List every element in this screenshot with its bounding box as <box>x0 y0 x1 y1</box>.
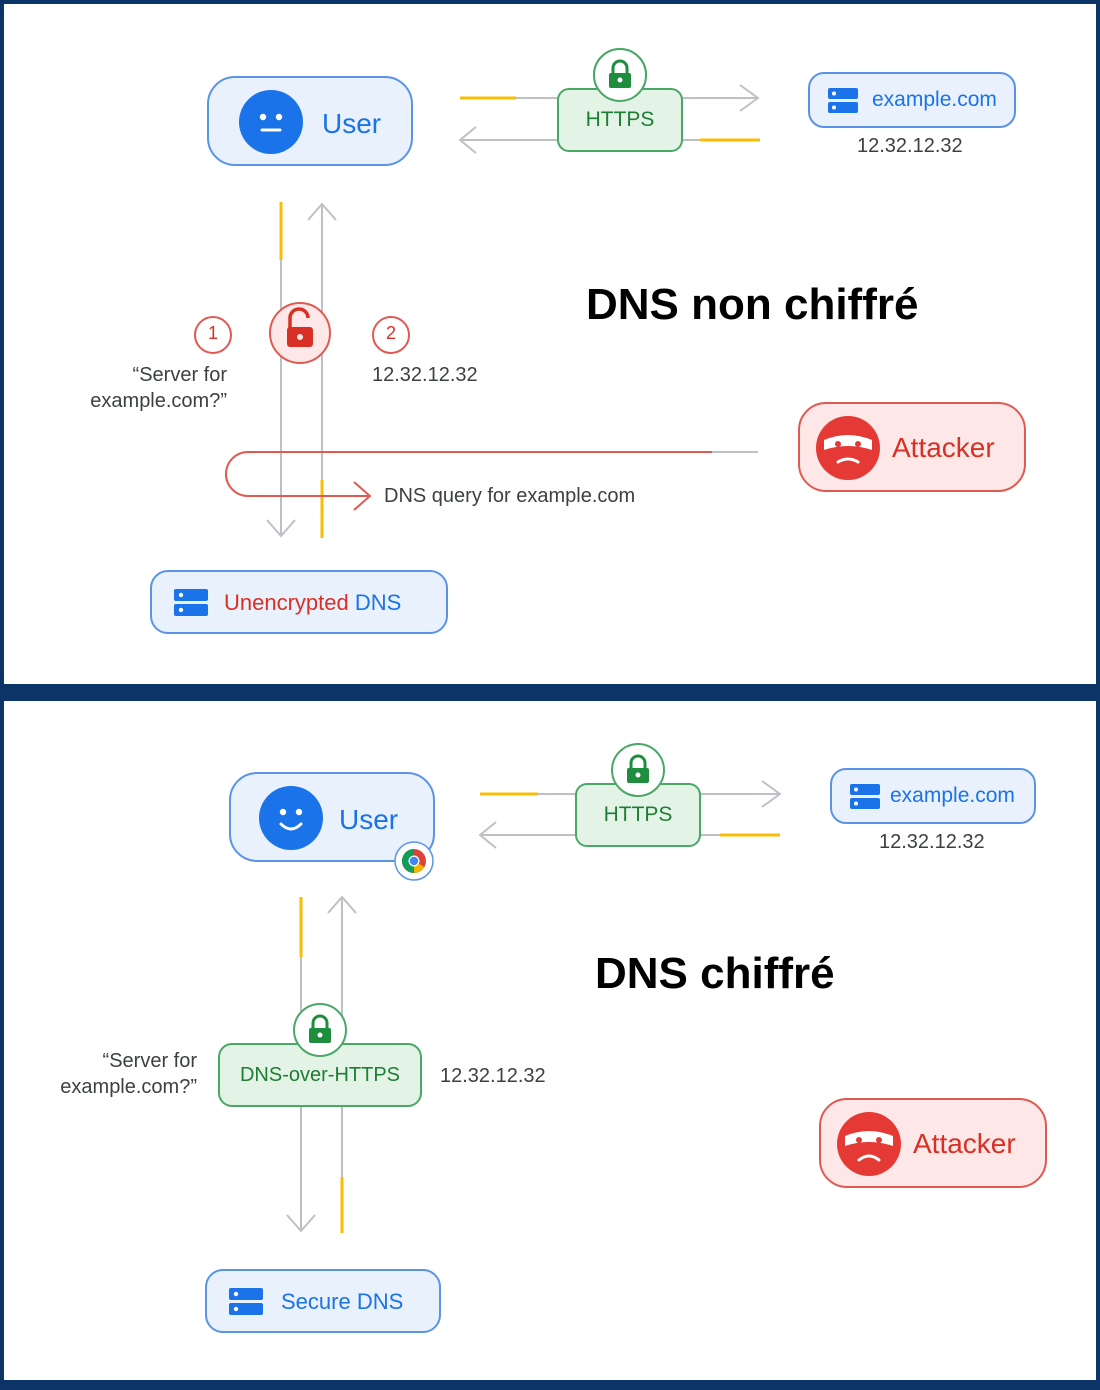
server-ip: 12.32.12.32 <box>879 831 985 853</box>
step-1-badge <box>194 316 232 354</box>
secure-dns-server-box: Secure DNS <box>205 1269 441 1333</box>
dns-server-label: Unencrypted DNS <box>224 590 401 616</box>
attacker-masked-face-icon <box>837 1112 901 1176</box>
intercept-label: DNS query for example.com <box>384 485 636 507</box>
dns-response-ip: 12.32.12.32 <box>372 364 478 386</box>
dns-query-text: “Server for example.com?” <box>44 362 227 414</box>
dns-query-arrowhead <box>286 1214 316 1233</box>
https-lock-icon <box>611 743 665 797</box>
unencrypted-dns-panel: HTTPS User example.com 12.32.12.32 DNS n… <box>4 4 1096 684</box>
interception-path <box>225 451 758 497</box>
step-2-badge <box>372 316 410 354</box>
attacker-label: Attacker <box>913 1128 1016 1159</box>
server-icon <box>850 784 880 809</box>
attacker-box: Attacker <box>819 1098 1047 1188</box>
user-label: User <box>339 804 399 835</box>
dns-response-ip: 12.32.12.32 <box>440 1065 546 1087</box>
attacker-masked-face-icon <box>816 416 880 480</box>
https-response-arrowhead <box>458 126 477 154</box>
chrome-browser-icon <box>394 841 434 881</box>
dns-server-label-dns: DNS <box>354 590 402 615</box>
step-1-number: 1 <box>207 323 218 343</box>
unlocked-padlock-icon <box>269 302 331 364</box>
server-ip: 12.32.12.32 <box>857 135 963 157</box>
attacker-box: Attacker <box>798 402 1026 492</box>
dns-query-text-line2: example.com?” <box>90 390 227 412</box>
server-icon <box>828 88 858 113</box>
dns-response-arrowhead <box>327 895 357 914</box>
https-request-arrowhead <box>761 780 782 808</box>
attacker-label: Attacker <box>892 432 995 463</box>
dns-response-arrowhead <box>307 202 337 221</box>
server-label: example.com <box>890 784 1015 807</box>
server-icon <box>229 1288 263 1315</box>
interception-arrowhead <box>353 481 372 511</box>
example-server-box: example.com <box>808 72 1016 128</box>
server-label: example.com <box>872 88 997 111</box>
https-label: HTTPS <box>585 108 655 131</box>
panel-title: DNS non chiffré <box>586 280 919 329</box>
example-server-box: example.com <box>830 768 1036 824</box>
dns-query-text-line1: “Server for <box>132 364 227 386</box>
https-lock-badge <box>593 48 647 102</box>
encrypted-dns-panel: HTTPS User example.com <box>4 701 1096 1380</box>
https-label: HTTPS <box>603 803 673 826</box>
user-box: User <box>207 76 413 166</box>
unencrypted-dns-server-box: Unencrypted DNS <box>150 570 448 634</box>
dns-lock-icon <box>293 1003 347 1057</box>
dns-query-text-line2: example.com?” <box>60 1076 197 1098</box>
panel-title: DNS chiffré <box>595 949 835 998</box>
dns-server-label: Secure DNS <box>281 1289 404 1314</box>
step-2-number: 2 <box>385 323 396 343</box>
https-response-arrowhead <box>478 821 497 849</box>
smiling-face-icon <box>259 786 323 850</box>
https-request-arrowhead <box>739 84 760 112</box>
dns-query-text: “Server for example.com?” <box>14 1048 197 1100</box>
user-label: User <box>322 108 382 139</box>
dns-over-https-label: DNS-over-HTTPS <box>239 1063 400 1086</box>
dns-query-text-line1: “Server for <box>102 1050 197 1072</box>
dns-server-label-unencrypted: Unencrypted <box>224 590 349 615</box>
dns-query-arrowhead <box>266 519 296 538</box>
server-icon <box>174 589 208 616</box>
neutral-face-icon <box>239 90 303 154</box>
